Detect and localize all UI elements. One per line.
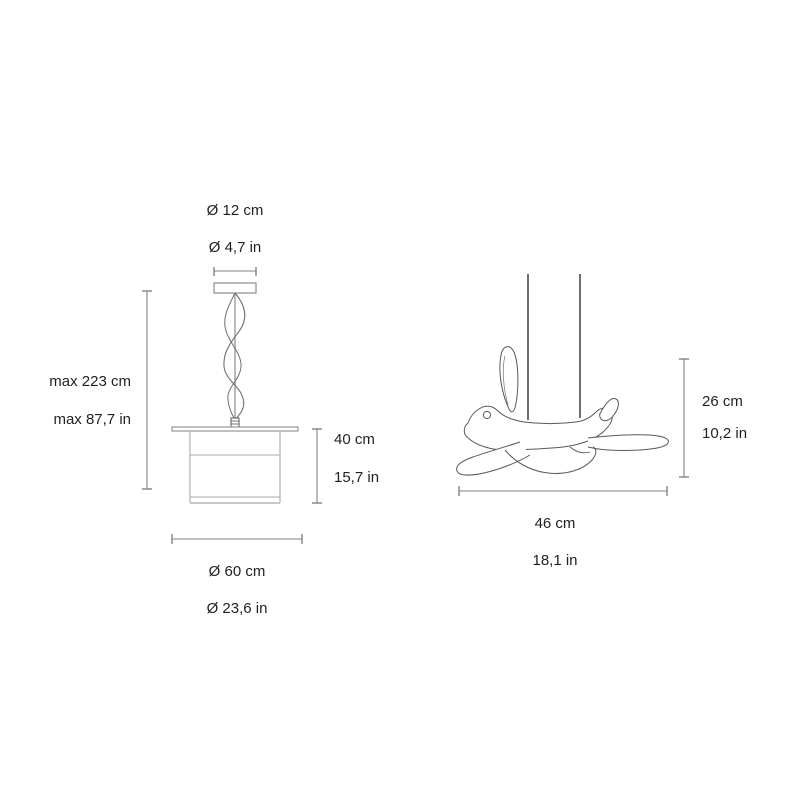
- label-shade-height-in: 15,7 in: [334, 469, 380, 486]
- power-cable-secondary: [224, 292, 242, 421]
- label-canopy-diameter-in: Ø 4,7 in: [208, 239, 262, 256]
- shade-height-dimension-line: [312, 428, 322, 504]
- ceiling-canopy: [213, 282, 257, 294]
- label-rabbit-height-in: 10,2 in: [702, 425, 748, 442]
- label-shade-diameter-cm: Ø 60 cm: [208, 563, 266, 580]
- pendant-lamp-view: [142, 267, 322, 544]
- label-shade-height-cm: 40 cm: [334, 431, 375, 448]
- rabbit-front-legs: [456, 441, 531, 476]
- shade-cylinder: [189, 431, 281, 504]
- rabbit-figure-view: [456, 274, 689, 496]
- rabbit-haunch-curve: [569, 446, 591, 454]
- rabbit-tail: [599, 398, 619, 422]
- rabbit-hind-leg: [587, 434, 669, 451]
- rabbit-ear: [499, 346, 519, 413]
- rabbit-height-dimension-line: [679, 358, 689, 478]
- label-rabbit-length-cm: 46 cm: [534, 515, 576, 532]
- label-rabbit-height-cm: 26 cm: [702, 393, 743, 410]
- label-rabbit-length-in: 18,1 in: [532, 552, 578, 569]
- label-max-height-in: max 87,7 in: [53, 411, 131, 428]
- label-shade-diameter-in: Ø 23,6 in: [206, 600, 268, 617]
- label-max-height-cm: max 223 cm: [49, 373, 131, 390]
- power-cable: [223, 292, 246, 421]
- rabbit-ear-inner-line: [502, 355, 509, 406]
- rabbit-belly-contour: [504, 446, 597, 474]
- rabbit-eye: [482, 410, 492, 420]
- canopy-diameter-dimension-line: [213, 267, 257, 276]
- rabbit-length-dimension-line: [458, 486, 668, 496]
- shade-top-plate: [171, 426, 299, 432]
- max-height-dimension-line: [142, 290, 152, 490]
- label-canopy-diameter-cm: Ø 12 cm: [206, 202, 264, 219]
- shade-diameter-dimension-line: [171, 534, 303, 544]
